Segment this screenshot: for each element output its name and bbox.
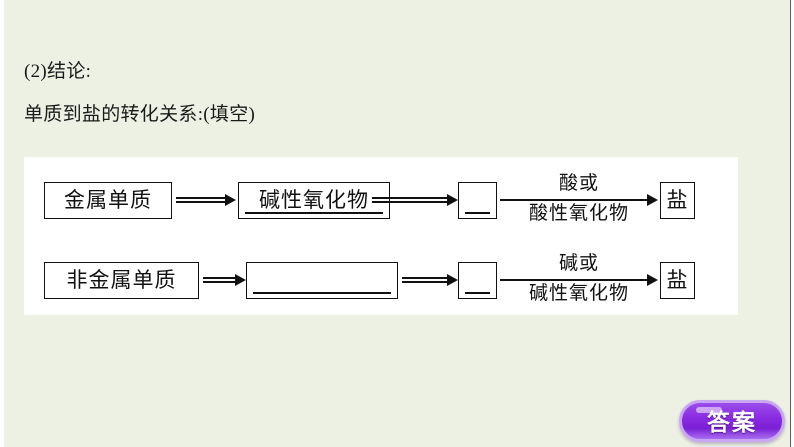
- arrow-nonmetal-2: [402, 273, 458, 287]
- arrow-metal-2: [372, 193, 458, 207]
- term-nonmetal-blank-wide[interactable]: [246, 262, 398, 299]
- right-edge-rule: [790, 0, 791, 447]
- term-nonmetal-element: 非金属单质: [44, 262, 199, 299]
- arrow-metal-label-above: 酸或: [558, 173, 599, 194]
- term-basic-oxide-label: 碱性氧化物: [259, 188, 369, 212]
- arrow-metal-label-below: 酸性氧化物: [528, 203, 629, 224]
- arrow-nonmetal-1: [203, 273, 246, 287]
- blank-underline: [245, 211, 383, 214]
- blank-underline: [465, 211, 490, 214]
- term-nonmetal-blank-box[interactable]: [458, 262, 497, 299]
- right-edge-strip: [791, 0, 794, 447]
- term-basic-oxide: 碱性氧化物: [238, 182, 390, 219]
- arrow-nonmetal-label-above: 碱或: [558, 253, 599, 274]
- answer-button-label: 答案: [707, 410, 757, 435]
- flow-diagram-panel: 金属单质 碱性氧化物 酸或: [24, 157, 738, 315]
- term-metal-element: 金属单质: [44, 182, 172, 219]
- flow-row-metal: 金属单质 碱性氧化物 酸或: [24, 171, 738, 229]
- conclusion-heading: (2)结论:: [24, 61, 92, 82]
- button-gloss-highlight: [696, 407, 722, 413]
- arrow-metal-to-salt: 酸或 酸性氧化物: [500, 171, 658, 229]
- blank-underline: [253, 291, 391, 294]
- term-salt-row-metal: 盐: [660, 182, 695, 219]
- relation-heading: 单质到盐的转化关系:(填空): [24, 104, 256, 125]
- flow-row-nonmetal: 非金属单质 碱或: [24, 251, 738, 309]
- blank-underline: [465, 291, 490, 294]
- term-salt-row-nonmetal: 盐: [660, 262, 695, 299]
- arrow-metal-1: [176, 193, 236, 207]
- left-edge-strip: [0, 0, 4, 447]
- arrow-nonmetal-label-below: 碱性氧化物: [528, 283, 629, 304]
- term-metal-blank-box[interactable]: [458, 182, 497, 219]
- arrow-nonmetal-to-salt: 碱或 碱性氧化物: [500, 251, 658, 309]
- answer-button[interactable]: 答案: [679, 400, 785, 442]
